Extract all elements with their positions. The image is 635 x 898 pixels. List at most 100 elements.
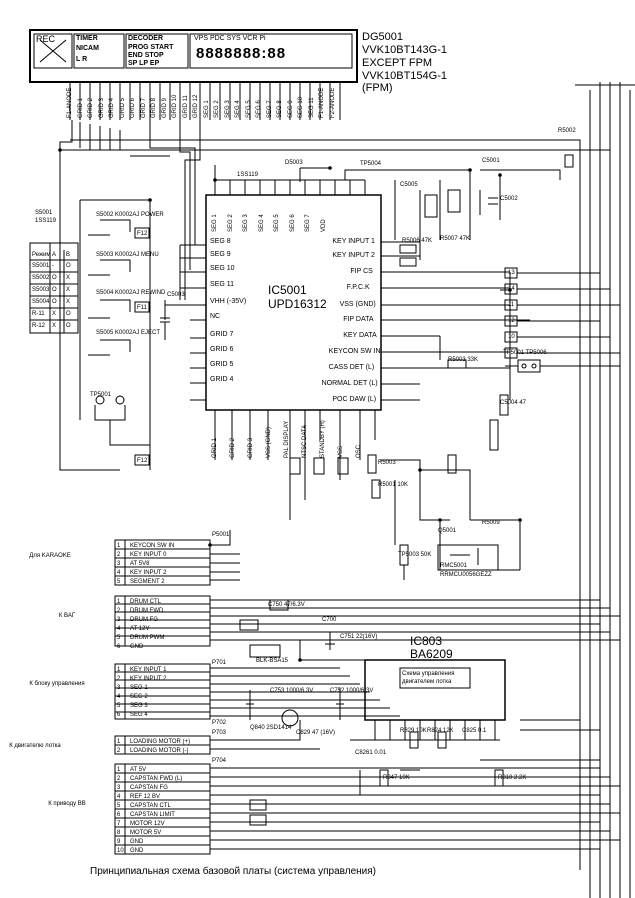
connector-pin-label: GND	[130, 644, 144, 650]
vfd-rec-label: REC	[36, 34, 56, 44]
vfd-pin-label: SEG 10	[298, 96, 304, 118]
component-label: C5001	[482, 158, 500, 164]
connector-pin-label: MOTOR 12V	[130, 821, 165, 827]
ic5001-right-pin: FIP DATA	[343, 316, 374, 323]
component-label: R829 10K	[400, 728, 427, 734]
connector-pin-number: 5	[117, 635, 121, 641]
ic5001-left-pin: SEG 8	[210, 238, 231, 245]
ic5001-top-pin: SEG 2	[227, 214, 234, 232]
ic5001-top-pin: SEG 7	[305, 214, 311, 232]
component-label: S5001	[35, 210, 53, 216]
connector-pin-number: 4	[117, 694, 121, 700]
component-label: F12	[137, 231, 148, 237]
component-label: F12	[137, 458, 148, 464]
ic5001-left-pin: GRID 4	[210, 376, 234, 383]
component-label: R810 2.2K	[498, 775, 527, 781]
connector-pin-label: KEY INPUT 2	[130, 676, 167, 682]
legend-cell: S5001	[32, 263, 50, 269]
connector-pin-label: REF 12 BV	[130, 794, 161, 800]
connector-pin-label: DRUM FG	[130, 617, 158, 623]
legend-cell: X	[52, 323, 57, 329]
legend-cell: X	[66, 287, 71, 293]
component-label: 1SS119	[35, 218, 56, 224]
ic5001-right-pin: VSS (GND)	[339, 301, 376, 308]
vfd-pin-label: SEG 2	[214, 100, 220, 118]
component-label: C825 0.1	[462, 728, 487, 734]
connector-pin-number: 5	[117, 803, 121, 809]
ic5001-bottom-pin: GRID 3	[248, 437, 254, 458]
component-label: C750 47/6.3V	[268, 602, 305, 608]
ic5001-left-pin: NC	[210, 313, 221, 320]
connector-pin-label: GND	[130, 839, 144, 845]
ic5001-right-pin: KEY DATA	[343, 332, 377, 339]
ic5001-part: UPD16312	[268, 297, 327, 311]
ic803-part: BA6209	[410, 647, 453, 661]
component-label: 1SS119	[237, 172, 258, 178]
connector-pin-number: 2	[117, 552, 121, 558]
vfd-pin-label: GRID 6	[130, 97, 136, 118]
component-label: 10	[508, 334, 515, 340]
connector-pin-number: 2	[117, 748, 121, 754]
ic5001-top-pin: SEG 4	[258, 214, 265, 232]
legend-cell: X	[66, 299, 71, 305]
connector-pin-number: 4	[117, 794, 121, 800]
legend-header-cell: В	[66, 252, 71, 258]
vfd-pin-label: SEG 8	[277, 100, 283, 118]
rmc5001-body	[437, 544, 499, 571]
vfd-pin-label: SEG 5	[245, 100, 252, 118]
connector-pin-number: 3	[117, 561, 121, 567]
model-line-1: DG5001	[362, 31, 403, 43]
connector-pin-number: 2	[117, 608, 121, 614]
connector-pin-label: CAPSTAN LIMIT	[130, 812, 175, 818]
ic5001-right-pin: CASS DET (L)	[328, 364, 375, 371]
component-label: S5002 K0002AJ POWER	[96, 212, 164, 218]
connector-pin-number: 9	[117, 839, 121, 845]
connector-pin-number: 1	[117, 667, 121, 673]
ic5001-top-pin: SEG 6	[289, 214, 296, 232]
connector-pin-label: DRUM PWM	[130, 635, 165, 641]
vfd-lr-label: L R	[76, 56, 88, 63]
connector-pin-label: CAPSTAN FWD (L)	[130, 776, 183, 782]
ic5001-top-pin: VDD	[320, 219, 327, 232]
connector-pin-label: SEG 4	[130, 712, 148, 718]
connector-pin-label: SEG 3	[130, 703, 148, 709]
ic5001-right-pin: POC DAW (L)	[332, 396, 377, 403]
vfd-pin-label: F1-ANODE	[67, 87, 73, 118]
vfd-pin-label: SEG 4	[235, 100, 241, 118]
connector-pin-label: SEG 1	[130, 685, 148, 691]
component-label: C700	[322, 617, 337, 623]
component-label: C753 1000/6.3V	[270, 688, 314, 694]
vfd-pin-label: GRID 7	[140, 97, 147, 118]
component-label: Q5001	[438, 528, 457, 534]
ic5001-bottom-pin: GRID 1	[212, 437, 218, 458]
legend-header-cell: Режим	[32, 252, 51, 258]
vfd-pin-label: SEG 7	[266, 100, 273, 118]
diagram-caption: Принципиальная схема базовой платы (сист…	[90, 866, 376, 877]
vfd-digits: 8888888:88	[196, 45, 287, 62]
ic5001-left-pin: SEG 9	[210, 251, 231, 258]
vfd-pin-label: GRID 9	[161, 97, 168, 118]
vfd-pin-label: GRID 1	[77, 97, 84, 118]
connector-pin-number: 5	[117, 703, 121, 709]
legend-cell: O	[66, 323, 71, 329]
legend-cell: S5004	[32, 299, 50, 305]
connector-pin-number: 3	[117, 785, 121, 791]
component-label: P702	[212, 720, 227, 726]
legend-cell: S5002	[32, 275, 50, 281]
ic5001-ref: IC5001	[268, 283, 307, 297]
vfd-pin-label: GRID 11	[182, 95, 189, 118]
ic5001-left-pin: GRID 5	[210, 361, 234, 368]
component-label: BLK-BSA15	[256, 658, 289, 664]
connector-pin-number: 10	[117, 848, 124, 854]
component-label: F11	[137, 305, 147, 311]
vfd-pin-label: SEG 6	[256, 100, 262, 118]
component-label: C5002	[500, 196, 518, 202]
legend-cell: O	[52, 299, 57, 305]
vfd-pin-label: SEG 3	[224, 100, 231, 118]
connector-pin-label: KEYCON SW IN	[130, 543, 175, 549]
component-label: P701	[212, 660, 227, 666]
vfd-prog-start-label: PROG START	[128, 44, 174, 51]
connector-pin-label: DRUM FWD	[130, 608, 164, 614]
vfd-sp-lp-ep-label: SP LP EP	[128, 60, 160, 67]
ic5001-right-pin: FIP CS	[350, 268, 373, 275]
